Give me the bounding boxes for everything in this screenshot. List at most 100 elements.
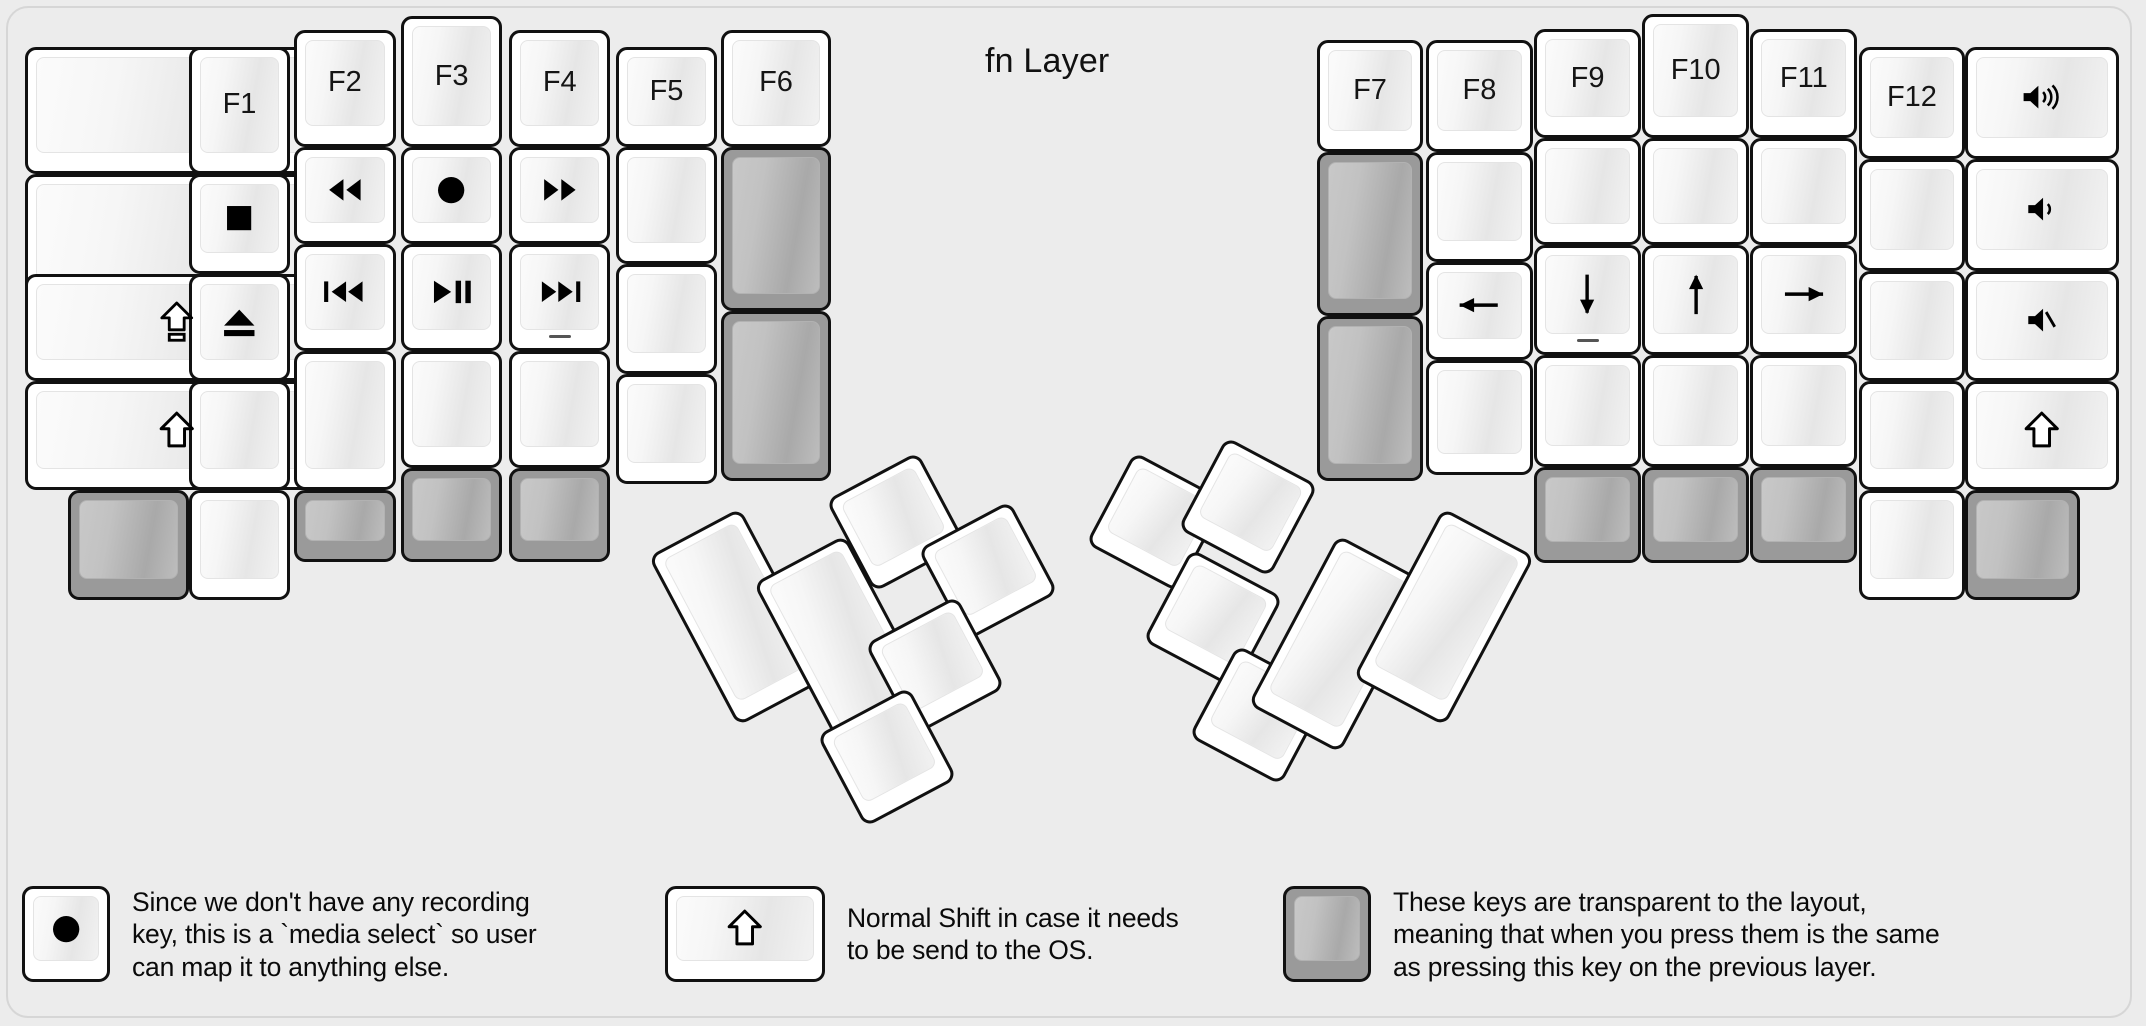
left-key-transparent-31[interactable] xyxy=(721,310,831,481)
right-key-f8-3[interactable]: F8 xyxy=(1426,39,1533,153)
keycap-surface xyxy=(1545,255,1630,334)
right-key-blank-23[interactable] xyxy=(1858,158,1966,272)
key-label: F11 xyxy=(1779,61,1828,94)
legend-text-record: Since we don't have any recording key, t… xyxy=(132,887,537,982)
right-key-transparent-2[interactable] xyxy=(1316,316,1424,481)
right-key-transparent-1[interactable] xyxy=(1316,152,1424,317)
legend-item-transparent: These keys are transparent to the layout… xyxy=(1283,886,1940,983)
left-key-media-rewind-11[interactable] xyxy=(294,146,396,244)
key-label: F9 xyxy=(1570,61,1605,94)
key-label: F6 xyxy=(759,66,793,99)
left-key-blank-9[interactable] xyxy=(188,490,291,600)
left-key-f4-20[interactable]: F4 xyxy=(509,30,611,147)
left-key-blank-27[interactable] xyxy=(615,264,718,374)
right-key-blank-15[interactable] xyxy=(1642,354,1750,468)
left-key-blank-18[interactable] xyxy=(401,350,503,469)
keycap-surface xyxy=(1653,364,1739,447)
media-prev-track-icon xyxy=(320,267,369,316)
right-key-shift-30[interactable] xyxy=(1965,380,2119,491)
page-title: fn Layer xyxy=(985,42,1110,80)
left-key-media-prev-track-12[interactable] xyxy=(294,243,396,351)
right-key-volume-up-27[interactable] xyxy=(1965,46,2119,159)
right-key-f9-7[interactable]: F9 xyxy=(1534,28,1641,139)
legend-text-shift: Normal Shift in case it needs to be send… xyxy=(847,902,1179,965)
left-key-blank-8[interactable] xyxy=(188,380,291,491)
keycap-surface xyxy=(732,320,820,464)
right-key-blank-6[interactable] xyxy=(1426,360,1533,476)
right-key-blank-25[interactable] xyxy=(1858,380,1966,491)
keycap-surface xyxy=(1327,326,1413,464)
right-key-f10-12[interactable]: F10 xyxy=(1642,13,1750,139)
right-key-volume-down-28[interactable] xyxy=(1965,158,2119,272)
keycap-surface: F10 xyxy=(1653,23,1739,118)
left-key-f2-10[interactable]: F2 xyxy=(294,30,396,147)
keycap-surface xyxy=(1761,255,1847,334)
keycap-surface xyxy=(1976,500,2070,579)
keycap-surface xyxy=(1976,390,2108,470)
right-key-blank-20[interactable] xyxy=(1750,354,1858,468)
keycap-surface xyxy=(199,390,280,470)
left-key-media-fast-forward-21[interactable] xyxy=(509,146,611,244)
keycap-surface xyxy=(1545,364,1630,447)
keycap-surface xyxy=(1653,477,1739,542)
right-key-blank-24[interactable] xyxy=(1858,271,1966,381)
left-key-blank-26[interactable] xyxy=(615,146,718,265)
key-underline-marker xyxy=(548,334,571,338)
left-key-transparent-14[interactable] xyxy=(294,490,396,562)
keycap-surface xyxy=(412,478,492,541)
left-key-blank-28[interactable] xyxy=(615,373,718,484)
right-key-transparent-31[interactable] xyxy=(1965,490,2081,600)
left-key-transparent-19[interactable] xyxy=(401,468,503,562)
left-key-blank-23[interactable] xyxy=(509,350,611,469)
right-key-blank-26[interactable] xyxy=(1858,490,1966,600)
left-key-blank-13[interactable] xyxy=(294,350,396,491)
left-key-media-next-track-22[interactable] xyxy=(509,243,611,351)
left-key-transparent-4[interactable] xyxy=(68,490,189,600)
right-key-blank-13[interactable] xyxy=(1642,138,1750,246)
left-key-media-eject-7[interactable] xyxy=(188,273,291,381)
left-key-f3-15[interactable]: F3 xyxy=(401,16,503,147)
media-record-icon xyxy=(49,912,83,946)
right-key-volume-mute-29[interactable] xyxy=(1965,271,2119,381)
legend-item-shift: Normal Shift in case it needs to be send… xyxy=(665,886,1179,982)
key-label: F12 xyxy=(1886,80,1937,113)
keycap-surface xyxy=(1869,168,1955,251)
keycap-surface xyxy=(412,156,492,223)
right-key-f7-0[interactable]: F7 xyxy=(1316,39,1424,153)
right-key-blank-8[interactable] xyxy=(1534,138,1641,246)
left-key-transparent-24[interactable] xyxy=(509,468,611,562)
right-key-f12-22[interactable]: F12 xyxy=(1858,46,1966,159)
keycap-surface xyxy=(199,500,280,579)
shift-icon xyxy=(726,908,763,949)
keycap-surface xyxy=(1761,477,1847,542)
left-key-media-stop-6[interactable] xyxy=(188,173,291,274)
keycap-surface xyxy=(1545,148,1630,225)
left-key-f1-5[interactable]: F1 xyxy=(188,46,291,174)
right-key-blank-18[interactable] xyxy=(1750,138,1858,246)
keycap-surface xyxy=(412,360,492,448)
left-key-f6-29[interactable]: F6 xyxy=(721,30,831,147)
right-key-arrow-down-9[interactable] xyxy=(1534,245,1641,355)
right-key-blank-10[interactable] xyxy=(1534,354,1641,468)
keycap-surface xyxy=(1976,281,2108,360)
right-key-f11-17[interactable]: F11 xyxy=(1750,28,1858,139)
media-fast-forward-icon xyxy=(537,167,583,213)
left-key-media-play-pause-17[interactable] xyxy=(401,243,503,351)
right-key-transparent-21[interactable] xyxy=(1750,467,1858,563)
right-key-arrow-left-5[interactable] xyxy=(1426,261,1533,361)
volume-mute-icon xyxy=(2023,304,2060,336)
key-label: F2 xyxy=(327,66,362,99)
left-key-media-record-16[interactable] xyxy=(401,146,503,244)
keycap-surface xyxy=(412,253,492,330)
legend-key-record xyxy=(22,886,110,983)
keycap-surface: F12 xyxy=(1869,56,1955,138)
right-key-transparent-11[interactable] xyxy=(1534,467,1641,563)
right-key-blank-4[interactable] xyxy=(1426,152,1533,262)
key-label: F4 xyxy=(542,66,577,99)
right-key-arrow-right-19[interactable] xyxy=(1750,245,1858,355)
legend-key-shift xyxy=(665,886,825,982)
right-key-arrow-up-14[interactable] xyxy=(1642,245,1750,355)
left-key-transparent-30[interactable] xyxy=(721,146,831,311)
left-key-f5-25[interactable]: F5 xyxy=(615,46,718,147)
right-key-transparent-16[interactable] xyxy=(1642,467,1750,563)
